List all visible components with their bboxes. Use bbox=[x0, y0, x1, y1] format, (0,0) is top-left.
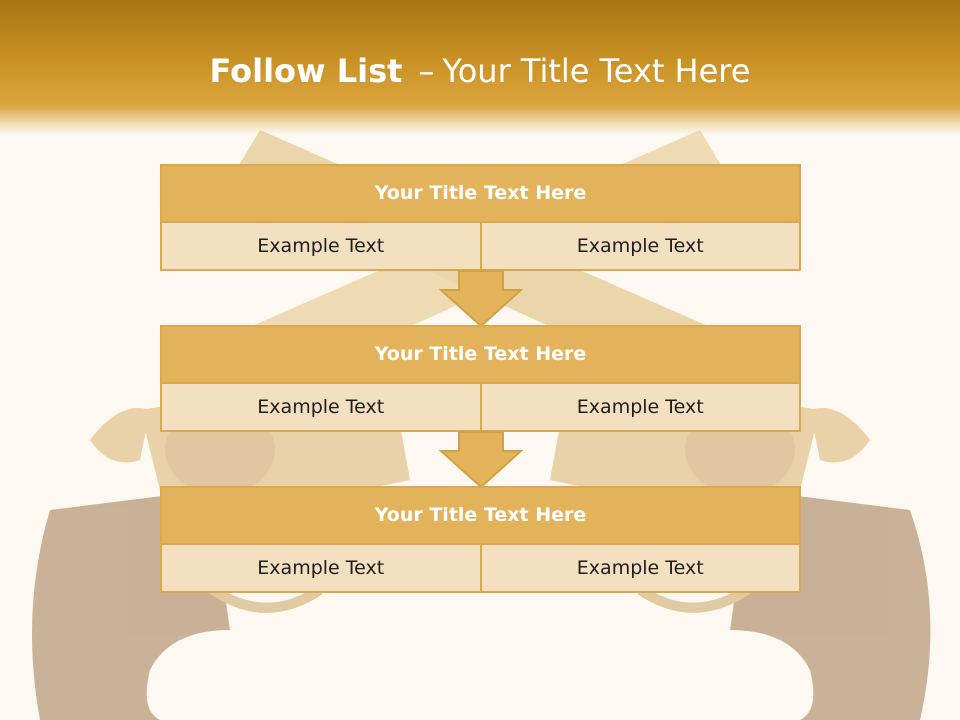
block-cell-left: Example Text bbox=[162, 384, 480, 430]
header-bar bbox=[0, 0, 960, 135]
block-cell-right: Example Text bbox=[479, 223, 799, 269]
list-block-1: Your Title Text Here Example Text Exampl… bbox=[160, 164, 801, 271]
block-cell-right: Example Text bbox=[479, 384, 799, 430]
slide-title: Follow List–Your Title Text Here bbox=[0, 52, 960, 90]
list-block-2: Your Title Text Here Example Text Exampl… bbox=[160, 325, 801, 432]
slide-title-separator: – bbox=[418, 52, 435, 90]
down-arrow-icon bbox=[439, 270, 523, 328]
block-title: Your Title Text Here bbox=[162, 166, 799, 221]
block-row: Example Text Example Text bbox=[162, 543, 799, 591]
slide-title-bold: Follow List bbox=[209, 52, 403, 90]
block-title: Your Title Text Here bbox=[162, 488, 799, 543]
down-arrow-icon bbox=[439, 431, 523, 489]
block-row: Example Text Example Text bbox=[162, 382, 799, 430]
list-block-3: Your Title Text Here Example Text Exampl… bbox=[160, 486, 801, 593]
slide-title-rest: Your Title Text Here bbox=[442, 52, 751, 90]
block-cell-left: Example Text bbox=[162, 223, 480, 269]
block-title: Your Title Text Here bbox=[162, 327, 799, 382]
block-row: Example Text Example Text bbox=[162, 221, 799, 269]
block-cell-right: Example Text bbox=[479, 545, 799, 591]
block-cell-left: Example Text bbox=[162, 545, 480, 591]
